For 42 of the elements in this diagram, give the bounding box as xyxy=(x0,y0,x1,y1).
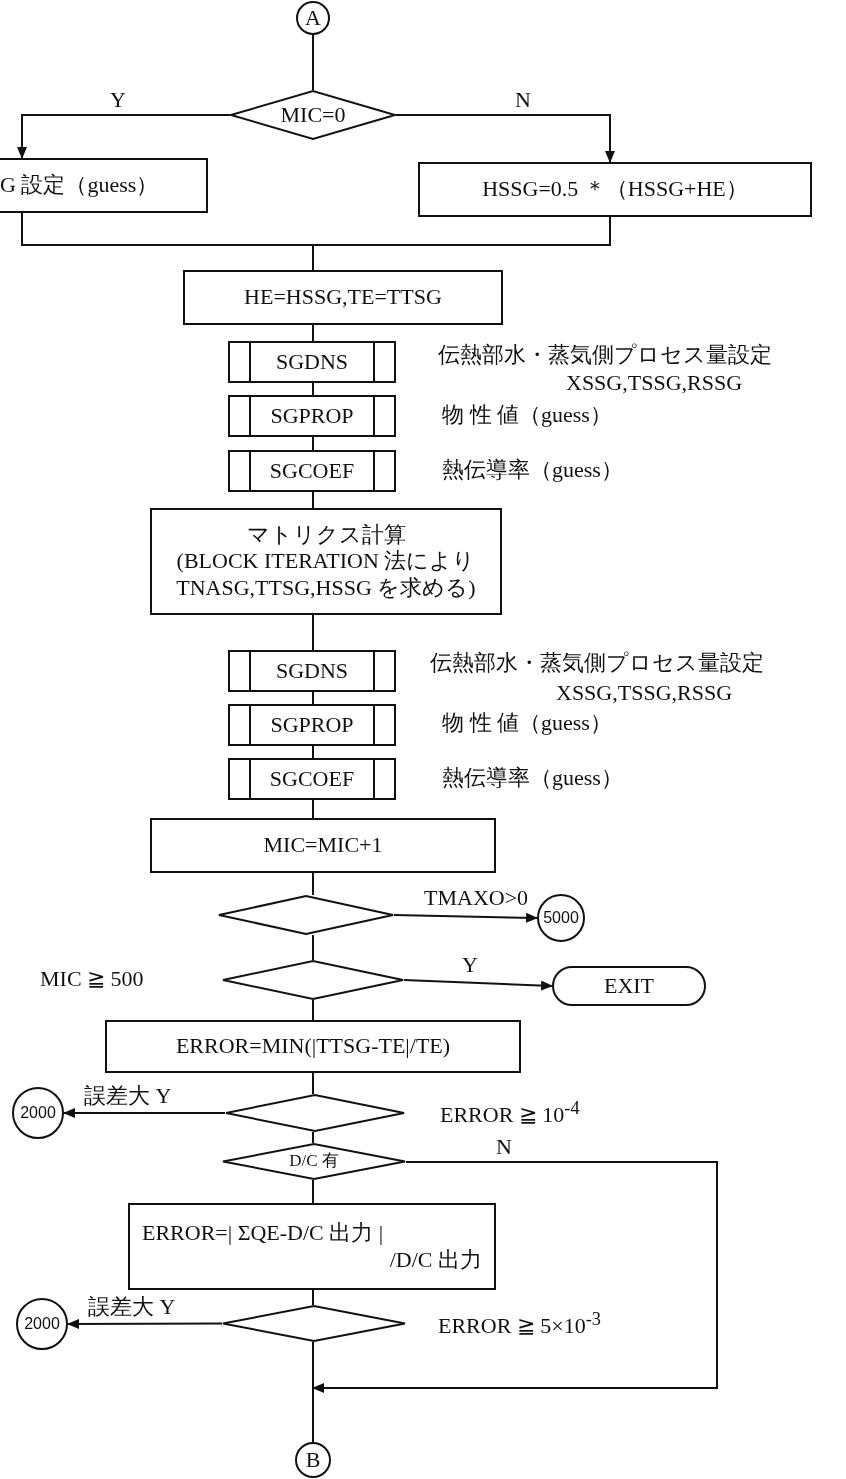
annotation-text: ERROR ≧ 5×10$^{-3}$ xyxy=(438,1309,602,1340)
process-box: HE=HSSG,TE=TTSG xyxy=(183,270,503,325)
decision-diamond xyxy=(218,895,394,935)
process-box: HSSG=0.5 ＊（HSSG+HE） xyxy=(418,162,812,217)
box-text: マトリクス計算 xyxy=(246,521,406,549)
process-box xyxy=(128,1203,496,1290)
process-box: G 設定（guess） xyxy=(0,158,208,213)
decision-diamond: MIC=0 xyxy=(230,90,396,140)
subroutine-box: SGPROP xyxy=(228,704,396,746)
edge-label: 誤差大 Y xyxy=(86,1295,178,1320)
edge-label: 誤差大 Y xyxy=(82,1084,174,1109)
annotation-text: 熱伝導率（guess） xyxy=(442,764,623,792)
subroutine-box: SGDNS xyxy=(228,650,396,692)
decision-diamond: D/C 有 xyxy=(222,1143,406,1180)
annotation-text: ERROR ≧ 10$^{-4}$ xyxy=(440,1098,580,1129)
annotation-text: XSSG,TSSG,RSSG xyxy=(566,370,743,396)
annotation-text: 熱伝導率（guess） xyxy=(442,456,623,484)
box-text: ERROR=| ΣQE-D/C 出力 | xyxy=(141,1220,385,1247)
decision-diamond xyxy=(222,960,404,1000)
subroutine-box: SGDNS xyxy=(228,341,396,383)
annotation-text: 伝熱部水・蒸気側プロセス量設定 xyxy=(430,649,764,677)
annotation-text: 伝熱部水・蒸気側プロセス量設定 xyxy=(438,341,772,369)
connector-circle: 2000 xyxy=(16,1298,68,1350)
annotation-text: 物 性 値（guess） xyxy=(442,709,612,737)
subroutine-box: SGCOEF xyxy=(228,450,396,492)
process-box: MIC=MIC+1 xyxy=(150,818,496,873)
box-text: (BLOCK ITERATION 法により TNASG,TTSG,HSSG を求める) xyxy=(175,548,477,602)
connector-circle: 5000 xyxy=(537,894,585,942)
process-box: ERROR=MIN(|TTSG-TE|/TE) xyxy=(105,1020,521,1073)
box-text: /D/C 出力 xyxy=(388,1246,483,1273)
annotation-text: MIC ≧ 500 xyxy=(40,966,144,992)
connector-circle: 2000 xyxy=(12,1087,64,1139)
subroutine-box: SGPROP xyxy=(228,395,396,437)
subroutine-box: SGCOEF xyxy=(228,758,396,800)
decision-diamond xyxy=(225,1094,405,1132)
connector-circle: A xyxy=(296,1,330,35)
connector-circle: B xyxy=(295,1442,331,1478)
process-box xyxy=(150,508,502,615)
decision-diamond xyxy=(222,1305,406,1342)
annotation-text: 物 性 値（guess） xyxy=(442,401,612,429)
terminal-box: EXIT xyxy=(552,966,706,1006)
annotation-text: XSSG,TSSG,RSSG xyxy=(556,680,733,706)
